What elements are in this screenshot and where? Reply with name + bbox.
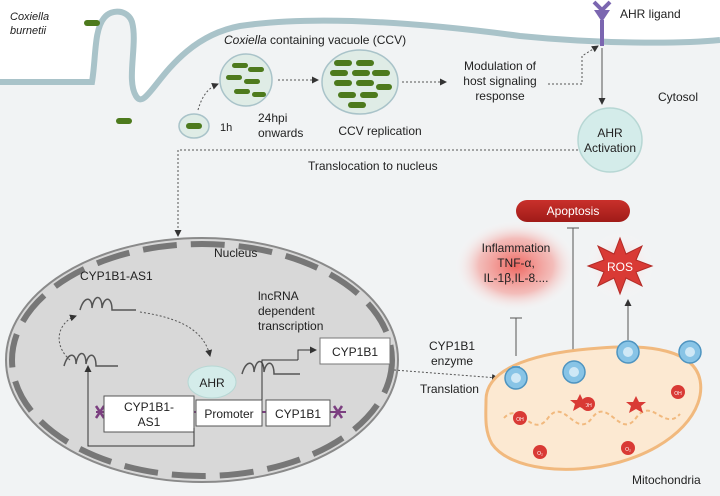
ros-star-icon	[570, 394, 590, 411]
ros-molecule-oh: OH	[513, 411, 527, 425]
mitochondria-cristae	[503, 409, 681, 426]
organism-label-line2: burnetii	[10, 25, 47, 37]
gene-cyp1b1-as1-line1: CYP1B1-	[124, 400, 174, 414]
lncrna-cycle-arrow	[58, 314, 77, 361]
lncrna-line2: dependent	[258, 304, 315, 318]
cyp1b1-box-label: CYP1B1	[332, 345, 378, 359]
mitochondrial-channel-icon	[504, 366, 528, 390]
svg-text:O₂: O₂	[625, 447, 631, 453]
bacterium	[356, 60, 374, 66]
svg-text:OH: OH	[516, 417, 524, 423]
inflammation-line3: IL-1β,IL-8....	[484, 271, 549, 285]
ahr-ligand-receptor-icon	[592, 0, 612, 46]
cyp1b1-enzyme-line1: CYP1B1	[429, 339, 475, 353]
time-onwards-label: onwards	[258, 126, 303, 140]
cytosol-label: Cytosol	[658, 90, 698, 104]
lncrna-to-ahr-arrow	[139, 311, 213, 357]
transcription-arrow-cyp1b1	[261, 359, 298, 400]
modulation-label-line2: host signaling	[463, 74, 536, 88]
ros-molecule-oh: OH	[671, 385, 685, 399]
translation-arrow	[393, 369, 499, 382]
bacterium	[234, 89, 250, 94]
bacterium	[330, 70, 348, 76]
apoptosis-badge	[516, 200, 630, 222]
bacterium	[372, 70, 390, 76]
gene-cyp1b1-as1-line2: AS1	[138, 415, 161, 429]
translation-label: Translation	[420, 382, 479, 396]
ahr-activation-line2: Activation	[584, 141, 636, 155]
ahr-bound-protein	[187, 365, 237, 399]
arrow-modulation-to-ligand	[548, 45, 599, 85]
modulation-label-line1: Modulation of	[464, 59, 537, 73]
ccv-title: Coxiella containing vacuole (CCV)	[224, 33, 406, 47]
dna-mark-left	[94, 405, 106, 419]
mitochondrial-channel-icon	[562, 360, 586, 384]
cyp1b1-enzyme-line2: enzyme	[431, 354, 473, 368]
bacterium	[338, 92, 356, 98]
bacterium	[376, 84, 392, 90]
bacterium	[352, 70, 370, 76]
svg-text:O₂: O₂	[537, 451, 543, 457]
promoter-box	[195, 399, 263, 427]
gene-cyp1b1-box	[265, 399, 331, 427]
translocation-arrow	[174, 149, 578, 237]
ros-molecule-o2: O₂	[533, 445, 547, 459]
bacterium	[84, 20, 100, 26]
mitochondrial-channel-icon	[678, 340, 702, 364]
inflammation-glow	[454, 220, 578, 312]
ros-burst-icon	[586, 236, 654, 296]
cyp1b1-as1-label: CYP1B1-AS1	[80, 269, 153, 283]
svg-text:OH: OH	[584, 403, 592, 409]
modulation-label-line3: response	[475, 89, 525, 103]
ros-star-icon	[626, 396, 646, 413]
bacterium	[116, 118, 132, 124]
translocation-label: Translocation to nucleus	[308, 159, 438, 173]
bacterium	[356, 80, 374, 86]
inflammation-line1: Inflammation	[482, 241, 551, 255]
mitochondria-label: Mitochondria	[632, 473, 701, 487]
svg-text:OH: OH	[674, 391, 682, 397]
bacterium	[334, 80, 352, 86]
mitochondrial-channel-icon	[616, 340, 640, 364]
bacterium	[244, 79, 260, 84]
transcription-arrow-as1	[84, 365, 195, 447]
nuclear-envelope	[9, 241, 395, 479]
lncrna-line3: transcription	[258, 319, 323, 333]
gene-cyp1b1-label: CYP1B1	[275, 407, 321, 421]
bacterium	[232, 63, 248, 68]
lncrna-line1: lncRNA	[258, 289, 299, 303]
inflammation-line2: TNF-α,	[497, 256, 535, 270]
ros-label: ROS	[607, 260, 633, 274]
bacterium	[334, 60, 352, 66]
time-24hpi-label: 24hpi	[258, 111, 287, 125]
bacterium	[360, 92, 378, 98]
cyp1b1-transcript-box	[319, 337, 391, 365]
cell-membrane	[0, 8, 720, 103]
ahr-activation-line1: AHR	[597, 126, 623, 140]
ahr-label: AHR	[199, 376, 225, 390]
lncrna-structure	[63, 296, 300, 375]
dna-mark-right	[332, 405, 344, 419]
transcription-arrow-to-box	[297, 346, 317, 360]
bacterium	[252, 92, 266, 97]
ccv-replication-label: CCV replication	[338, 124, 421, 138]
ahr-ligand-label: AHR ligand	[620, 7, 681, 21]
time-1h-label: 1h	[220, 122, 232, 134]
nucleus-label: Nucleus	[214, 246, 257, 260]
bacterium	[248, 67, 264, 72]
bacterium	[226, 75, 242, 80]
inhibit-line-apoptosis	[567, 227, 579, 356]
ros-molecule-o2: O₂	[621, 441, 635, 455]
gene-cyp1b1-as1-box	[103, 395, 195, 433]
bacterium	[186, 123, 202, 129]
organism-label-line1: Coxiella	[10, 11, 49, 23]
bacterium	[348, 102, 366, 108]
ahr-activation-circle	[577, 107, 643, 173]
inhibit-line-inflammation	[510, 317, 522, 356]
promoter-label: Promoter	[204, 407, 253, 421]
apoptosis-label: Apoptosis	[547, 204, 600, 218]
